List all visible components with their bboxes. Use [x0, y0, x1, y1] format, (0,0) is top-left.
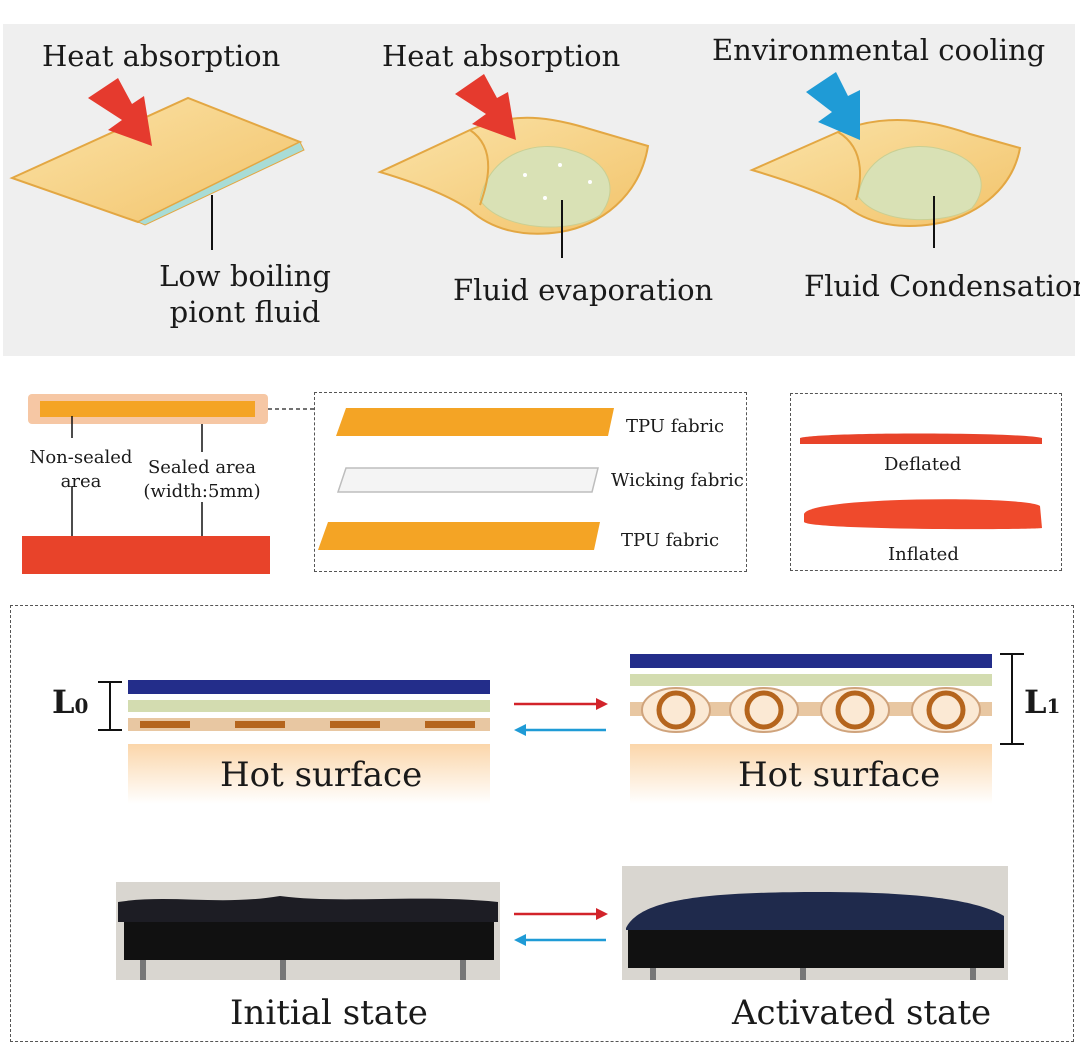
l1-subscript: 1: [1046, 694, 1061, 718]
tpu-fabric-bottom-label: TPU fabric: [621, 530, 720, 551]
hot-surface-right-label: Hot surface: [738, 755, 941, 795]
red-sample-photo: [22, 536, 270, 574]
stage1-bottom-line1: Low boiling: [159, 259, 331, 293]
non-sealed-line2: area: [60, 471, 102, 492]
hot-surface-left-label: Hot surface: [220, 755, 423, 795]
stage3-bottom-label: Fluid Condensation: [804, 269, 1080, 303]
sealed-line2: (width:5mm): [143, 481, 261, 502]
sealed-label: Sealed area (width:5mm): [142, 456, 262, 504]
pouch-layer-inflated: [630, 702, 992, 716]
condensing-pouch: [749, 118, 1022, 227]
stage1-top-label: Heat absorption: [42, 39, 281, 73]
tpu-strip: [40, 401, 255, 417]
l0-label: L0: [52, 686, 88, 718]
activated-state-photo: [622, 866, 1008, 980]
stage1-bottom-label: Low boiling piont fluid: [150, 258, 340, 330]
l0-letter: L: [52, 683, 75, 721]
wicking-fabric-label: Wicking fabric: [611, 470, 744, 491]
l0-subscript: 0: [74, 694, 89, 718]
initial-state-photo: [116, 882, 500, 980]
deflated-pouch-photo: [800, 433, 1042, 444]
tpu-layer-bottom: [318, 522, 600, 550]
activated-state-label: Activated state: [732, 993, 992, 1033]
layer-stack-box: [314, 392, 747, 572]
sage-layer: [128, 700, 490, 712]
l1-label: L1: [1024, 686, 1060, 718]
panel-c-drawings: [98, 653, 1024, 980]
pouch-layer-flat: [128, 718, 490, 731]
initial-state-label: Initial state: [230, 993, 428, 1033]
flat-pouch: [9, 96, 305, 226]
stage1-bottom-line2: piont fluid: [169, 295, 321, 329]
panel-a-drawings: [9, 72, 1022, 258]
stage2-bottom-label: Fluid evaporation: [453, 273, 714, 307]
heat-arrow-icon: [455, 74, 516, 140]
stage2-top-label: Heat absorption: [382, 39, 621, 73]
tpu-fabric-top-label: TPU fabric: [626, 416, 725, 437]
tpu-layer-top: [336, 408, 614, 436]
wicking-layer: [336, 467, 599, 493]
navy-layer: [128, 680, 490, 694]
stage3-top-label: Environmental cooling: [712, 33, 1046, 67]
inflated-cells: [641, 687, 981, 733]
inflated-label: Inflated: [888, 544, 959, 565]
heat-arrow-icon: [88, 78, 152, 146]
non-sealed-line1: Non-sealed: [29, 447, 133, 468]
navy-layer: [630, 654, 992, 668]
panel-b-drawings: [22, 394, 1044, 574]
deflated-label: Deflated: [884, 454, 962, 475]
sealed-line1: Sealed area: [147, 457, 257, 478]
deflated-inflated-box: [790, 393, 1062, 571]
cool-arrow-icon: [806, 72, 860, 140]
hot-surface-right: [630, 744, 992, 804]
sage-layer: [630, 674, 992, 686]
l1-letter: L: [1024, 683, 1047, 721]
panel-c-box: [10, 605, 1074, 1042]
non-sealed-label: Non-sealed area: [26, 446, 136, 494]
inflated-pouch: [377, 116, 650, 235]
hot-surface-left: [128, 744, 490, 804]
inflated-pouch-photo: [804, 499, 1042, 530]
